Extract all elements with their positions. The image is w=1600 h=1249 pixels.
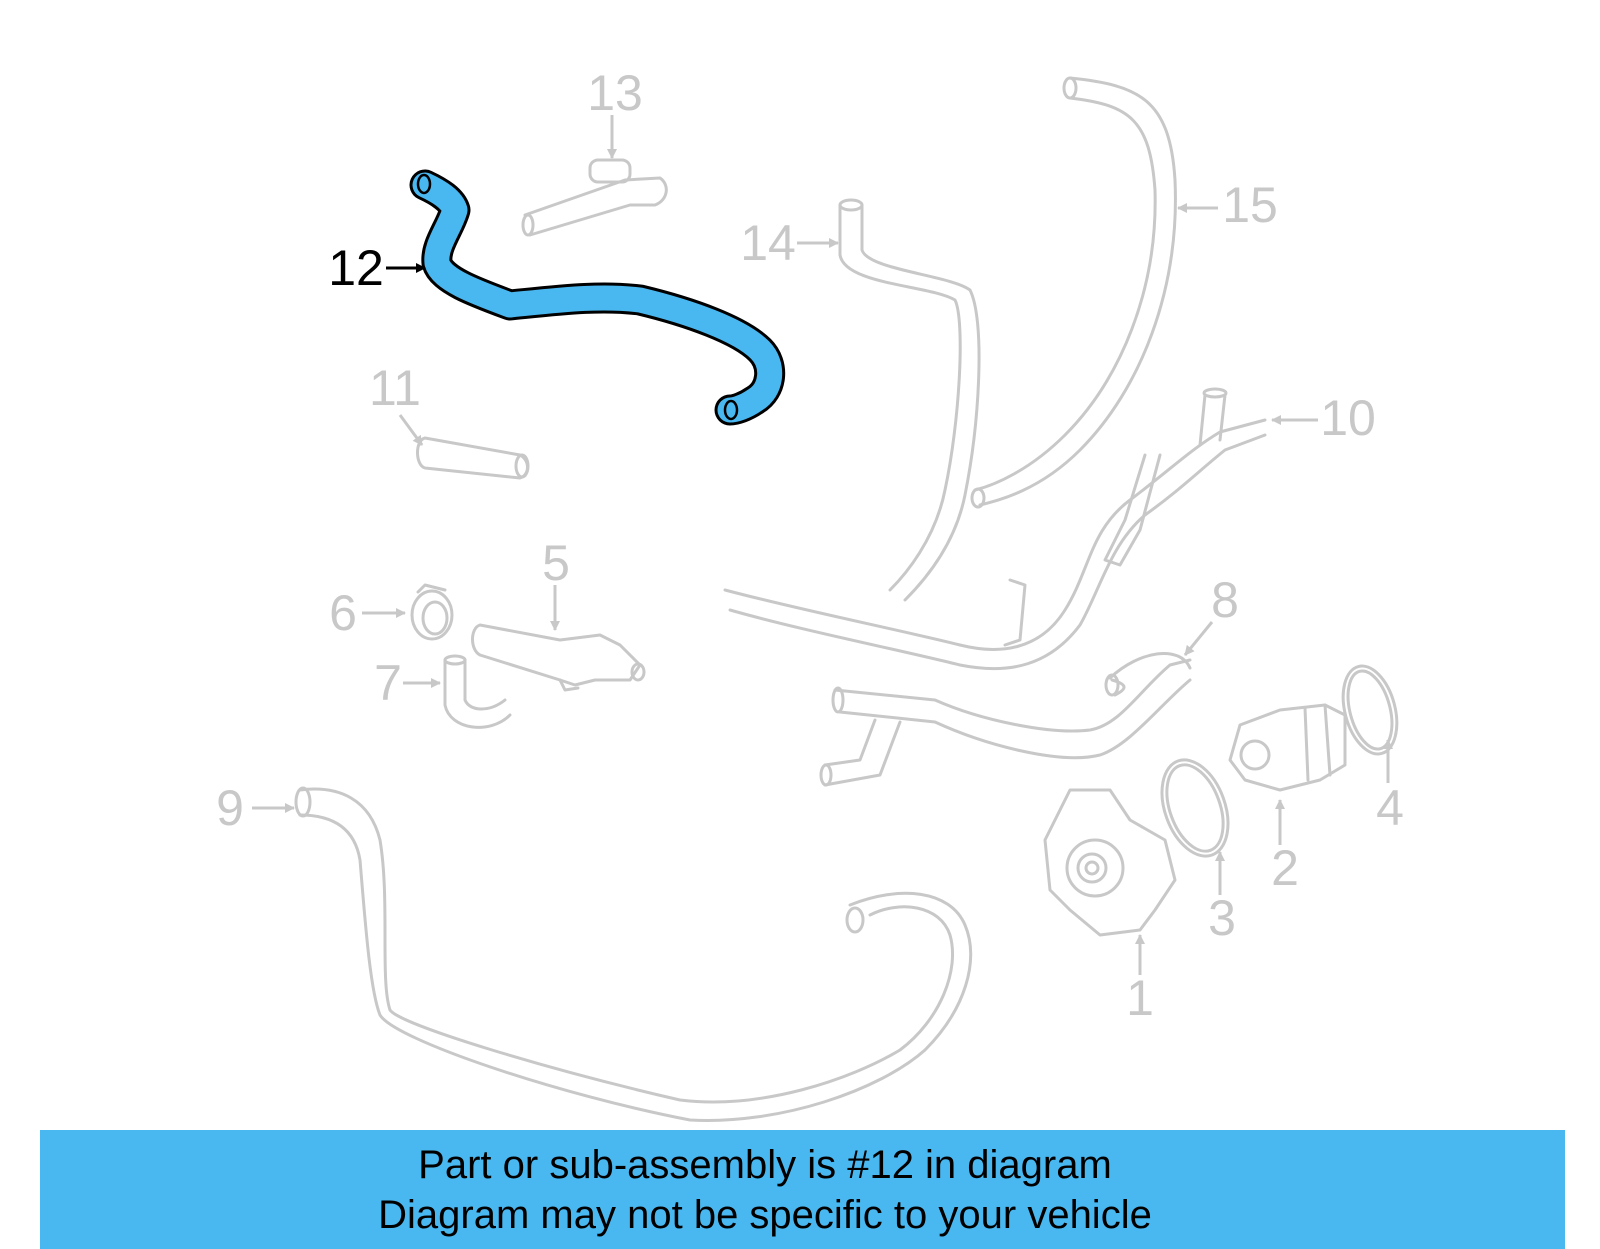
part-1-water-pump[interactable]: [1043, 788, 1177, 937]
callout-15: 15: [1177, 177, 1278, 233]
callout-label: 8: [1211, 572, 1239, 628]
callout-7: 7: [374, 655, 441, 711]
callout-10: 10: [1271, 390, 1376, 446]
callout-label: 9: [216, 780, 244, 836]
callout-label: 14: [740, 215, 796, 271]
callout-label: 10: [1320, 390, 1376, 446]
callout-4: 4: [1376, 739, 1404, 836]
callout-label: 3: [1208, 890, 1236, 946]
part-9-hose[interactable]: [294, 786, 973, 1122]
part-5-valve[interactable]: [471, 623, 646, 692]
callout-11: 11: [369, 360, 424, 446]
banner-line-2: Diagram may not be specific to your vehi…: [378, 1193, 1152, 1237]
callout-3: 3: [1208, 851, 1236, 946]
callout-label: 1: [1126, 970, 1154, 1026]
callout-5: 5: [542, 535, 570, 631]
part-4-o-ring[interactable]: [1334, 660, 1406, 760]
callout-13: 13: [587, 65, 643, 159]
part-2-housing[interactable]: [1228, 703, 1347, 792]
part-10-pipe-assembly[interactable]: [723, 387, 1267, 671]
callout-label: 5: [542, 535, 570, 591]
part-6-clamp[interactable]: [410, 583, 454, 641]
callout-6: 6: [329, 585, 406, 641]
callout-8: 8: [1183, 572, 1239, 656]
part-11-tube[interactable]: [416, 436, 530, 480]
callout-label: 11: [369, 360, 421, 416]
callout-label: 7: [374, 655, 402, 711]
callout-label: 6: [329, 585, 357, 641]
callout-label: 4: [1376, 780, 1404, 836]
callout-label: 13: [587, 65, 643, 121]
part-15-hose[interactable]: [970, 76, 1177, 509]
callout-label: 15: [1222, 177, 1278, 233]
part-8-pipe[interactable]: [819, 652, 1192, 787]
part-13-pipe[interactable]: [521, 158, 668, 237]
part-7-hose[interactable]: [443, 654, 512, 729]
callout-2: 2: [1271, 799, 1299, 896]
info-banner: Part or sub-assembly is #12 in diagram D…: [40, 1130, 1565, 1249]
callout-label: 12: [328, 240, 384, 296]
banner-line-1: Part or sub-assembly is #12 in diagram: [418, 1143, 1112, 1187]
part-3-gasket[interactable]: [1150, 751, 1241, 865]
callout-1: 1: [1126, 934, 1154, 1026]
callout-14: 14: [740, 215, 839, 271]
callout-9: 9: [216, 780, 295, 836]
part-14-hose[interactable]: [838, 198, 981, 602]
callout-label: 2: [1271, 840, 1299, 896]
callout-12: 12: [328, 240, 426, 296]
part-12-hose-highlighted[interactable]: [409, 169, 786, 426]
